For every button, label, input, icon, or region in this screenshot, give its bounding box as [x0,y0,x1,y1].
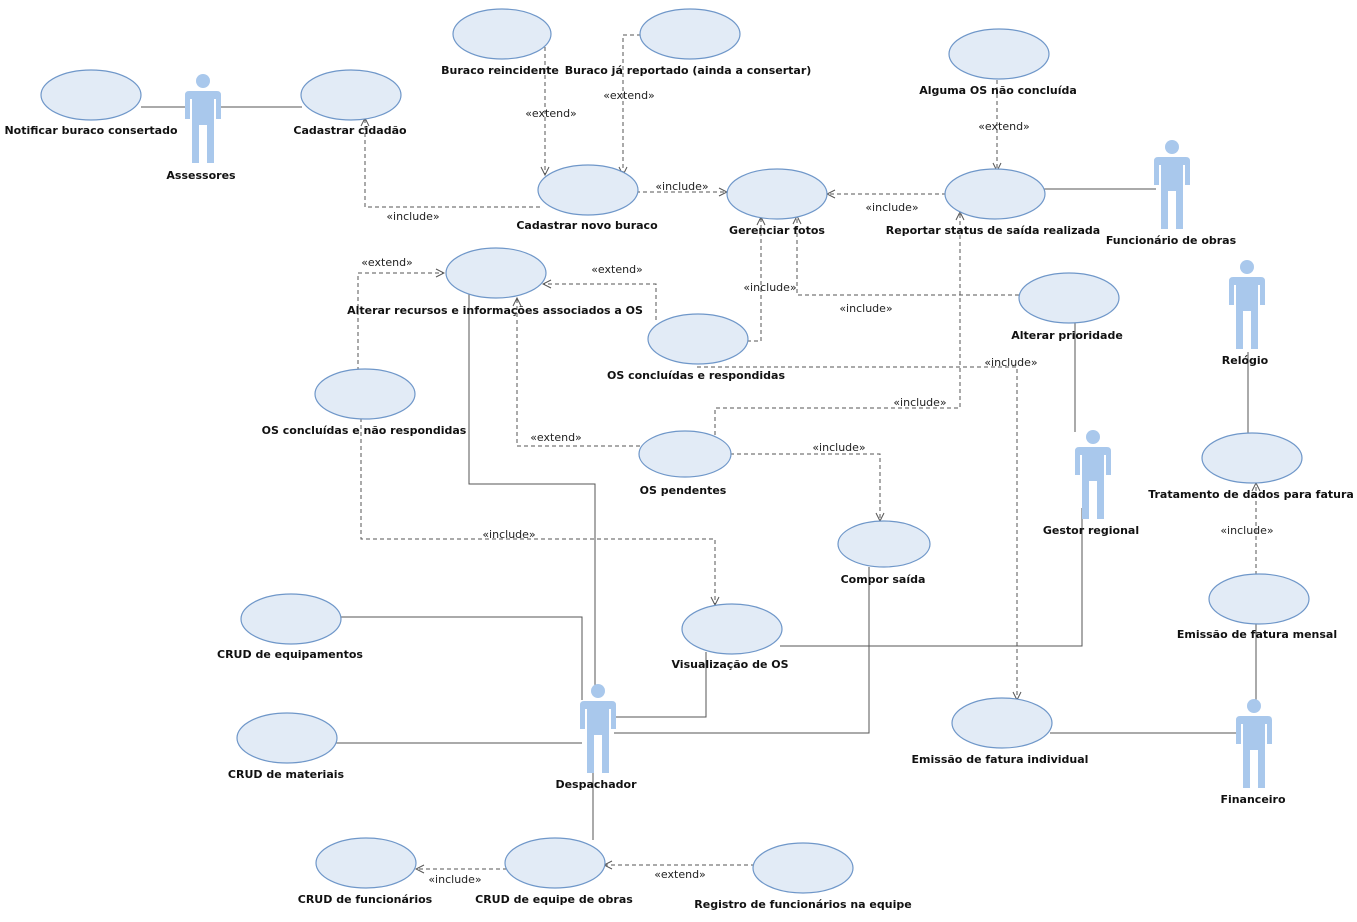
extend-os-respondidas [543,284,657,320]
actor-despachador-icon[interactable] [580,684,616,773]
use-case-os-concluidas-nao-respondidas[interactable] [314,368,416,420]
stereotype-include-visualizacao-os: «include» [482,528,535,541]
stereotype-include-compor-saida: «include» [812,441,865,454]
use-case-emissao-fatura-mensal[interactable] [1208,573,1310,625]
label-os-concluidas-respondidas: OS concluídas e respondidas [607,369,786,382]
stereotype-include-gerenciar-fotos-reportar: «include» [865,201,918,214]
assoc-gestor-visualizacao [780,508,1083,647]
stereotype-include-cadastrar-cidadao: «include» [386,210,439,223]
use-case-gerenciar-fotos[interactable] [726,168,828,220]
stereotype-include-gerenciar-fotos-respondidas: «include» [743,281,796,294]
use-case-alterar-recursos[interactable] [445,247,547,299]
stereotype-include-fatura-individual: «include» [984,356,1037,369]
stereotype-extend-registro-funcionarios: «extend» [654,868,706,881]
label-notificar-buraco: Notificar buraco consertado [4,124,177,137]
use-case-buraco-ja-reportado[interactable] [639,8,741,60]
associations [141,106,1257,840]
actor-label-financeiro: Financeiro [1220,793,1286,806]
stereotype-include-crud-funcionarios: «include» [428,873,481,886]
label-alguma-os: Alguma OS não concluída [919,84,1077,97]
label-crud-equipamentos: CRUD de equipamentos [217,648,363,661]
label-visualizacao-os: Visualização de OS [671,658,788,671]
use-case-tratamento-dados[interactable] [1201,432,1303,484]
extend-os-nao-respondidas [357,273,444,371]
label-reportar-status: Reportar status de saída realizada [886,224,1100,237]
stereotype-include-gerenciar-fotos-prioridade: «include» [839,302,892,315]
use-case-registro-funcionarios[interactable] [752,842,854,894]
actor-financeiro-icon[interactable] [1236,699,1272,788]
assoc-despachador-alterar-recursos [468,293,596,689]
include-gerenciar-fotos-prioridade [797,216,1019,296]
actor-relogio-icon[interactable] [1229,260,1265,349]
extend-os-pendentes [517,298,640,447]
extend-buraco-ja-reportado [623,34,641,175]
label-registro-funcionarios: Registro de funcionários na equipe [694,898,911,911]
use-case-reportar-status[interactable] [944,168,1046,220]
label-crud-funcionarios: CRUD de funcionários [298,893,433,906]
use-case-crud-equipamentos[interactable] [240,593,342,645]
label-cadastrar-cidadao: Cadastrar cidadão [293,124,407,137]
stereotype-extend-alguma-os: «extend» [978,120,1030,133]
include-gerenciar-fotos-respondidas [747,217,761,342]
assoc-despachador-compor-saida [614,567,870,734]
assoc-despachador-visualizacao [614,652,707,718]
label-crud-equipe-obras: CRUD de equipe de obras [475,893,633,906]
stereotype-include-reportar-pendentes: «include» [893,396,946,409]
stereotype-extend-os-respondidas: «extend» [591,263,643,276]
use-case-os-concluidas-respondidas[interactable] [647,313,749,365]
include-fatura-individual [697,366,1017,700]
include-reportar-pendentes [714,212,960,435]
use-case-alterar-prioridade[interactable] [1018,272,1120,324]
stereotype-extend-ja-reportado: «extend» [603,89,655,102]
label-tratamento-dados: Tratamento de dados para fatura [1148,488,1354,501]
include-visualizacao-os [360,418,715,605]
stereotype-extend-os-nao-respondidas: «extend» [361,256,413,269]
use-case-os-pendentes[interactable] [638,430,732,478]
label-emissao-fatura-mensal: Emissão de fatura mensal [1177,628,1337,641]
stereotype-extend-os-pendentes: «extend» [530,431,582,444]
actor-label-relogio: Relógio [1222,354,1269,367]
actor-gestor-regional-icon[interactable] [1075,430,1111,519]
label-crud-materiais: CRUD de materiais [228,768,345,781]
actor-label-gestor-regional: Gestor regional [1043,524,1139,537]
use-case-cadastrar-novo-buraco[interactable] [537,164,639,216]
use-case-buraco-reincidente[interactable] [452,8,552,60]
label-compor-saida: Compor saída [841,573,926,586]
use-case-emissao-fatura-individual[interactable] [951,697,1053,749]
include-compor-saida [730,453,880,521]
use-case-alguma-os[interactable] [948,28,1050,80]
use-case-crud-equipe-obras[interactable] [504,837,606,889]
use-case-notificar-buraco[interactable] [40,69,142,121]
use-cases [40,8,1310,894]
label-buraco-reincidente: Buraco reincidente [441,64,559,77]
actor-funcionario-obras-icon[interactable] [1154,140,1190,229]
stereotype-include-tratamento-dados: «include» [1220,524,1273,537]
use-case-compor-saida[interactable] [837,520,931,568]
use-case-visualizacao-os[interactable] [681,603,783,655]
use-case-crud-materiais[interactable] [236,712,338,764]
label-os-pendentes: OS pendentes [640,484,727,497]
label-buraco-ja-reportado: Buraco já reportado (ainda a consertar) [565,64,812,77]
label-cadastrar-novo-buraco: Cadastrar novo buraco [516,219,658,232]
assoc-despachador-crud-equipamentos [340,616,583,700]
use-case-crud-funcionarios[interactable] [315,837,417,889]
actor-label-funcionario-obras: Funcionário de obras [1106,234,1237,247]
label-gerenciar-fotos: Gerenciar fotos [729,224,825,237]
use-case-labels: Notificar buraco consertado Cadastrar ci… [4,64,1353,911]
label-os-concluidas-nao-respondidas: OS concluídas e não respondidas [262,424,467,437]
actor-label-despachador: Despachador [555,778,637,791]
label-alterar-recursos: Alterar recursos e informações associado… [347,304,643,317]
actor-label-assessores: Assessores [166,169,236,182]
include-cadastrar-cidadao [365,118,540,208]
label-alterar-prioridade: Alterar prioridade [1011,329,1123,342]
stereotype-labels: «extend» «extend» «include» «include» «e… [361,89,1273,886]
actor-assessores-icon[interactable] [185,74,221,163]
label-emissao-fatura-individual: Emissão de fatura individual [912,753,1089,766]
use-case-cadastrar-cidadao[interactable] [300,69,402,121]
dependencies [357,34,1256,869]
stereotype-extend-reincidente: «extend» [525,107,577,120]
stereotype-include-gerenciar-fotos-buraco: «include» [655,180,708,193]
actor-labels: Assessores Funcionário de obras Relógio … [166,169,1286,806]
